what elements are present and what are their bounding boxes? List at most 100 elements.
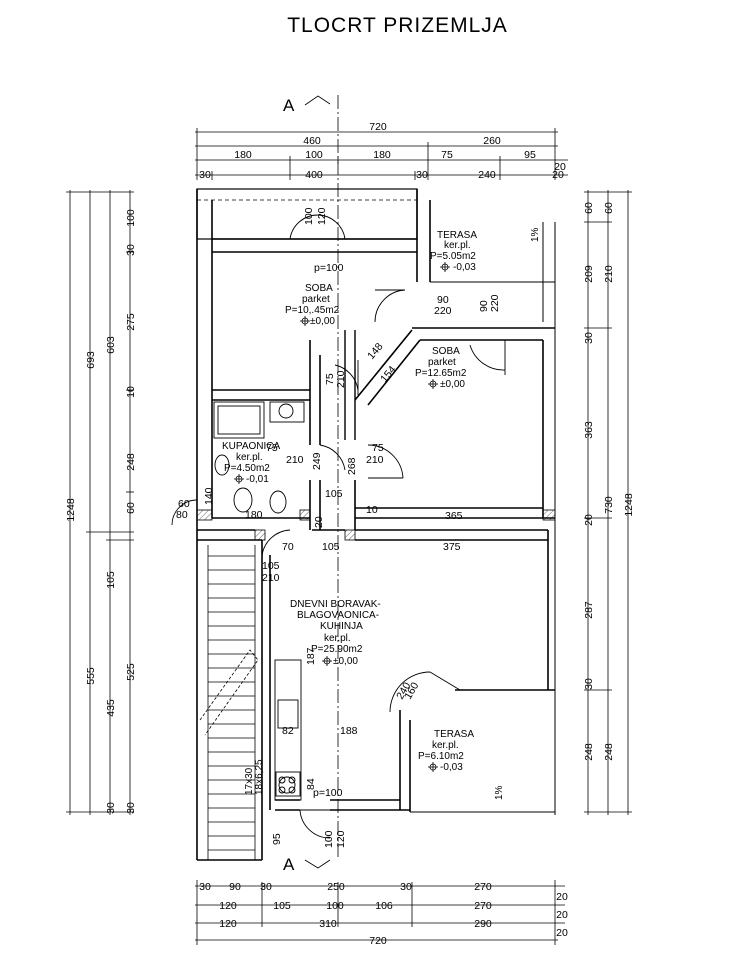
dim-right-60a: 60: [583, 202, 595, 214]
dim-top-460: 460: [303, 135, 321, 147]
int-187: 187: [305, 647, 317, 665]
terasa-top-area: P=5.05m2: [430, 251, 476, 262]
dim-bot-90: 90: [229, 881, 241, 893]
dim-top-240: 240: [478, 169, 496, 181]
dim-top-260: 260: [483, 135, 501, 147]
dim-right-209: 209: [583, 265, 595, 283]
int-win-bot: 100: [323, 830, 335, 848]
dim-top-20a: 20: [554, 161, 566, 173]
dim-right-60b: 60: [603, 202, 615, 214]
int-win-top-h: 120: [316, 207, 328, 225]
dim-top-75: 75: [441, 149, 453, 161]
dnevni-line2: BLAGOVAONICA-: [297, 610, 379, 621]
walls: [196, 188, 556, 861]
dim-right-1248: 1248: [623, 493, 635, 517]
terasa-bottom-level: -0,03: [440, 762, 463, 773]
kupaonica-name: KUPAONICA: [222, 441, 280, 452]
int-105c: 105: [262, 560, 280, 572]
stairs-line2: 18x6,25: [254, 759, 265, 795]
section-mark-bottom: A: [283, 855, 295, 874]
int-268: 268: [346, 457, 358, 475]
dim-left-105: 105: [105, 571, 117, 589]
left-dimension-lines: [66, 190, 134, 815]
dim-right-248a: 248: [583, 743, 595, 761]
dim-left-248: 248: [125, 453, 137, 471]
terasa-top-level: -0,03: [453, 262, 476, 273]
dim-bot-270b: 270: [474, 900, 492, 912]
int-win-bot-h: 120: [335, 830, 347, 848]
int-20: 20: [313, 516, 325, 528]
terasa-top-slope: 1%: [530, 227, 541, 242]
dim-bot-105: 105: [273, 900, 291, 912]
int-p-top: p=100: [314, 262, 344, 274]
dim-bot-310: 310: [319, 918, 337, 930]
dim-right-30a: 30: [583, 332, 595, 344]
terasa-bottom-floor: ker.pl.: [432, 740, 459, 751]
int-60: 60: [178, 498, 190, 510]
dim-right-730: 730: [603, 496, 615, 514]
bathroom-fixtures: [213, 401, 305, 514]
soba2-floor: parket: [428, 357, 456, 368]
int-180: 180: [245, 509, 263, 521]
section-mark-top: A: [283, 96, 295, 115]
terasa-bottom-slope: 1%: [494, 785, 505, 800]
soba2-area: P=12.65m2: [415, 368, 467, 379]
dim-top-720: 720: [369, 121, 387, 133]
dim-left-10: 10: [125, 386, 137, 398]
soba1-floor: parket: [302, 294, 330, 305]
dim-bot-100: 100: [326, 900, 344, 912]
dim-bot-720: 720: [369, 935, 387, 947]
int-365: 365: [445, 510, 463, 522]
dim-bot-290: 290: [474, 918, 492, 930]
int-148: 148: [365, 341, 386, 362]
terasa-bottom-area: P=6.10m2: [418, 751, 464, 762]
top-dimension-lines: [195, 128, 568, 180]
dim-right-248b: 248: [603, 743, 615, 761]
level-markers: [234, 262, 450, 772]
int-188: 188: [340, 725, 358, 737]
dnevni-floor: ker.pl.: [324, 633, 351, 644]
dim-left-555: 555: [85, 667, 97, 685]
dim-left-60: 60: [125, 502, 137, 514]
int-249: 249: [311, 452, 323, 470]
int-kup-h: 210: [286, 454, 304, 466]
dim-bot-30a: 30: [199, 881, 211, 893]
dim-bot-30c: 30: [400, 881, 412, 893]
dim-top-180a: 180: [234, 149, 252, 161]
int-82: 82: [282, 725, 294, 737]
dim-left-100: 100: [125, 209, 137, 227]
int-kup-w2: 75: [372, 442, 384, 454]
int-375: 375: [443, 541, 461, 553]
int-door1-h: 220: [434, 305, 452, 317]
wall-hatch: [196, 509, 556, 541]
dim-bot-106: 106: [375, 900, 393, 912]
dim-left-275: 275: [125, 313, 137, 331]
kupaonica-level: -0,01: [246, 474, 269, 485]
dim-bot-250: 250: [327, 881, 345, 893]
dim-left-1248: 1248: [65, 498, 77, 522]
soba2-name: SOBA: [432, 346, 460, 357]
dim-bot-20c: 20: [556, 927, 568, 939]
int-win-top: 100: [303, 207, 315, 225]
soba1-level: ±0,00: [310, 316, 335, 327]
dim-left-30b: 30: [125, 244, 137, 256]
dim-right-287: 287: [583, 601, 595, 619]
terasa-top-floor: ker.pl.: [444, 240, 471, 251]
kitchen-fixtures: [274, 659, 302, 801]
soba2-level: ±0,00: [440, 379, 465, 390]
bottom-dimension-lines: [195, 880, 565, 945]
int-84: 84: [305, 778, 317, 790]
dim-bot-20b: 20: [556, 909, 568, 921]
dim-right-363: 363: [583, 421, 595, 439]
int-door1-w: 90: [437, 294, 449, 306]
int-door2-h: 220: [489, 294, 501, 312]
dim-left-603: 603: [105, 336, 117, 354]
int-105b: 105: [322, 541, 340, 553]
int-p-bottom: p=100: [313, 787, 343, 799]
page-title: TLOCRT PRIZEMLJA: [287, 14, 508, 37]
dim-left-30c: 30: [125, 802, 137, 814]
terasa-top-name: TERASA: [437, 230, 477, 241]
dnevni-line1: DNEVNI BORAVAK-: [290, 599, 381, 610]
dim-top-20b: 20: [552, 169, 564, 181]
